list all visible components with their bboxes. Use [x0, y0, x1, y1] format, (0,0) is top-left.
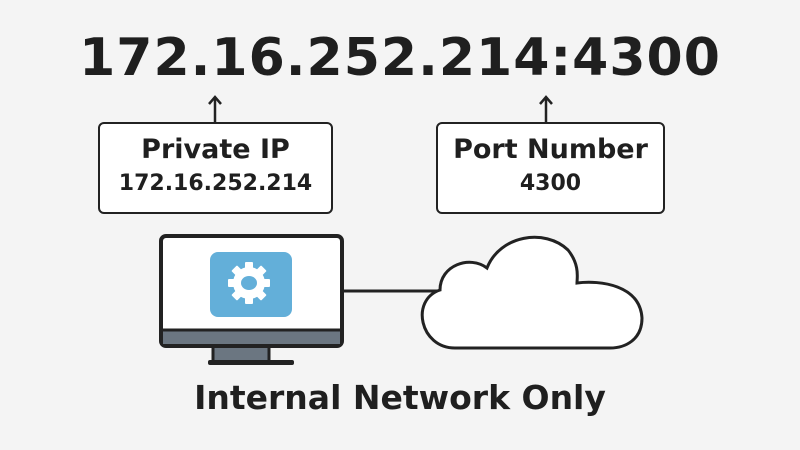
port-box: Port Number 4300: [436, 122, 665, 214]
footer-caption: Internal Network Only: [194, 378, 606, 417]
arrow-up-icon: [208, 95, 222, 122]
private-ip-label: Private IP: [141, 134, 290, 165]
gear-icon: [228, 262, 270, 304]
address-title: 172.16.252.214:4300: [79, 28, 721, 88]
arrow-up-icon: [539, 95, 553, 122]
monitor-icon: [159, 234, 344, 365]
cloud-icon: [420, 235, 644, 350]
private-ip-value: 172.16.252.214: [118, 171, 313, 196]
private-ip-box: Private IP 172.16.252.214: [98, 122, 333, 214]
port-value: 4300: [519, 171, 582, 196]
port-label: Port Number: [453, 134, 648, 165]
